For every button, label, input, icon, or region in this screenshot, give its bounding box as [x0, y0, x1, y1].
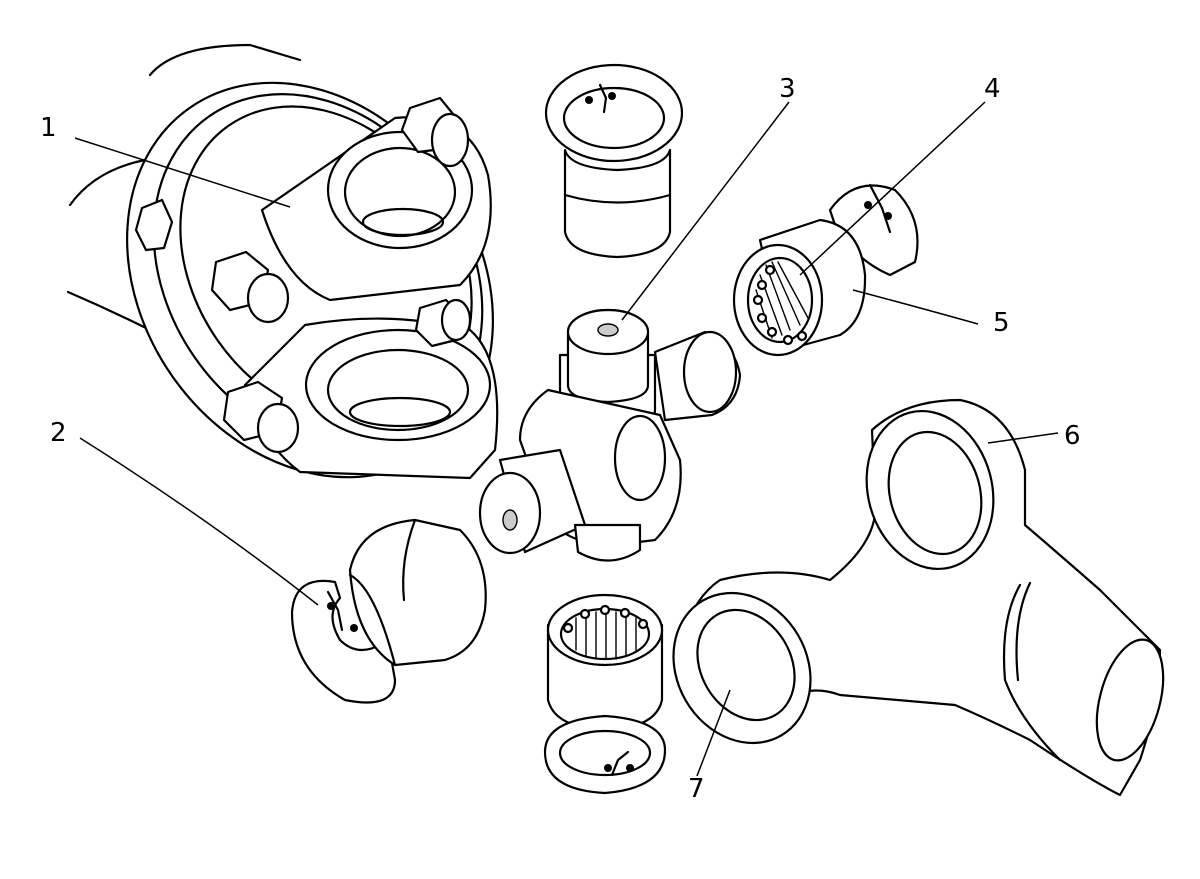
label-7: 7 [688, 774, 705, 804]
label-1: 1 [40, 113, 57, 143]
label-6: 6 [1064, 421, 1081, 451]
needle-bearing-right [732, 183, 919, 357]
cross-spider [478, 308, 742, 562]
label-3: 3 [779, 74, 796, 104]
needle-cup-bottom [543, 593, 667, 795]
label-4: 4 [984, 74, 1001, 104]
bearing-cup-top [544, 63, 684, 259]
snap-ring-left [290, 579, 397, 704]
leader-lines [74, 101, 1059, 777]
flange-yoke [66, 43, 499, 480]
label-5: 5 [993, 308, 1010, 338]
slip-yoke [672, 398, 1165, 797]
label-2: 2 [50, 418, 67, 448]
bearing-cup-left [348, 518, 487, 667]
